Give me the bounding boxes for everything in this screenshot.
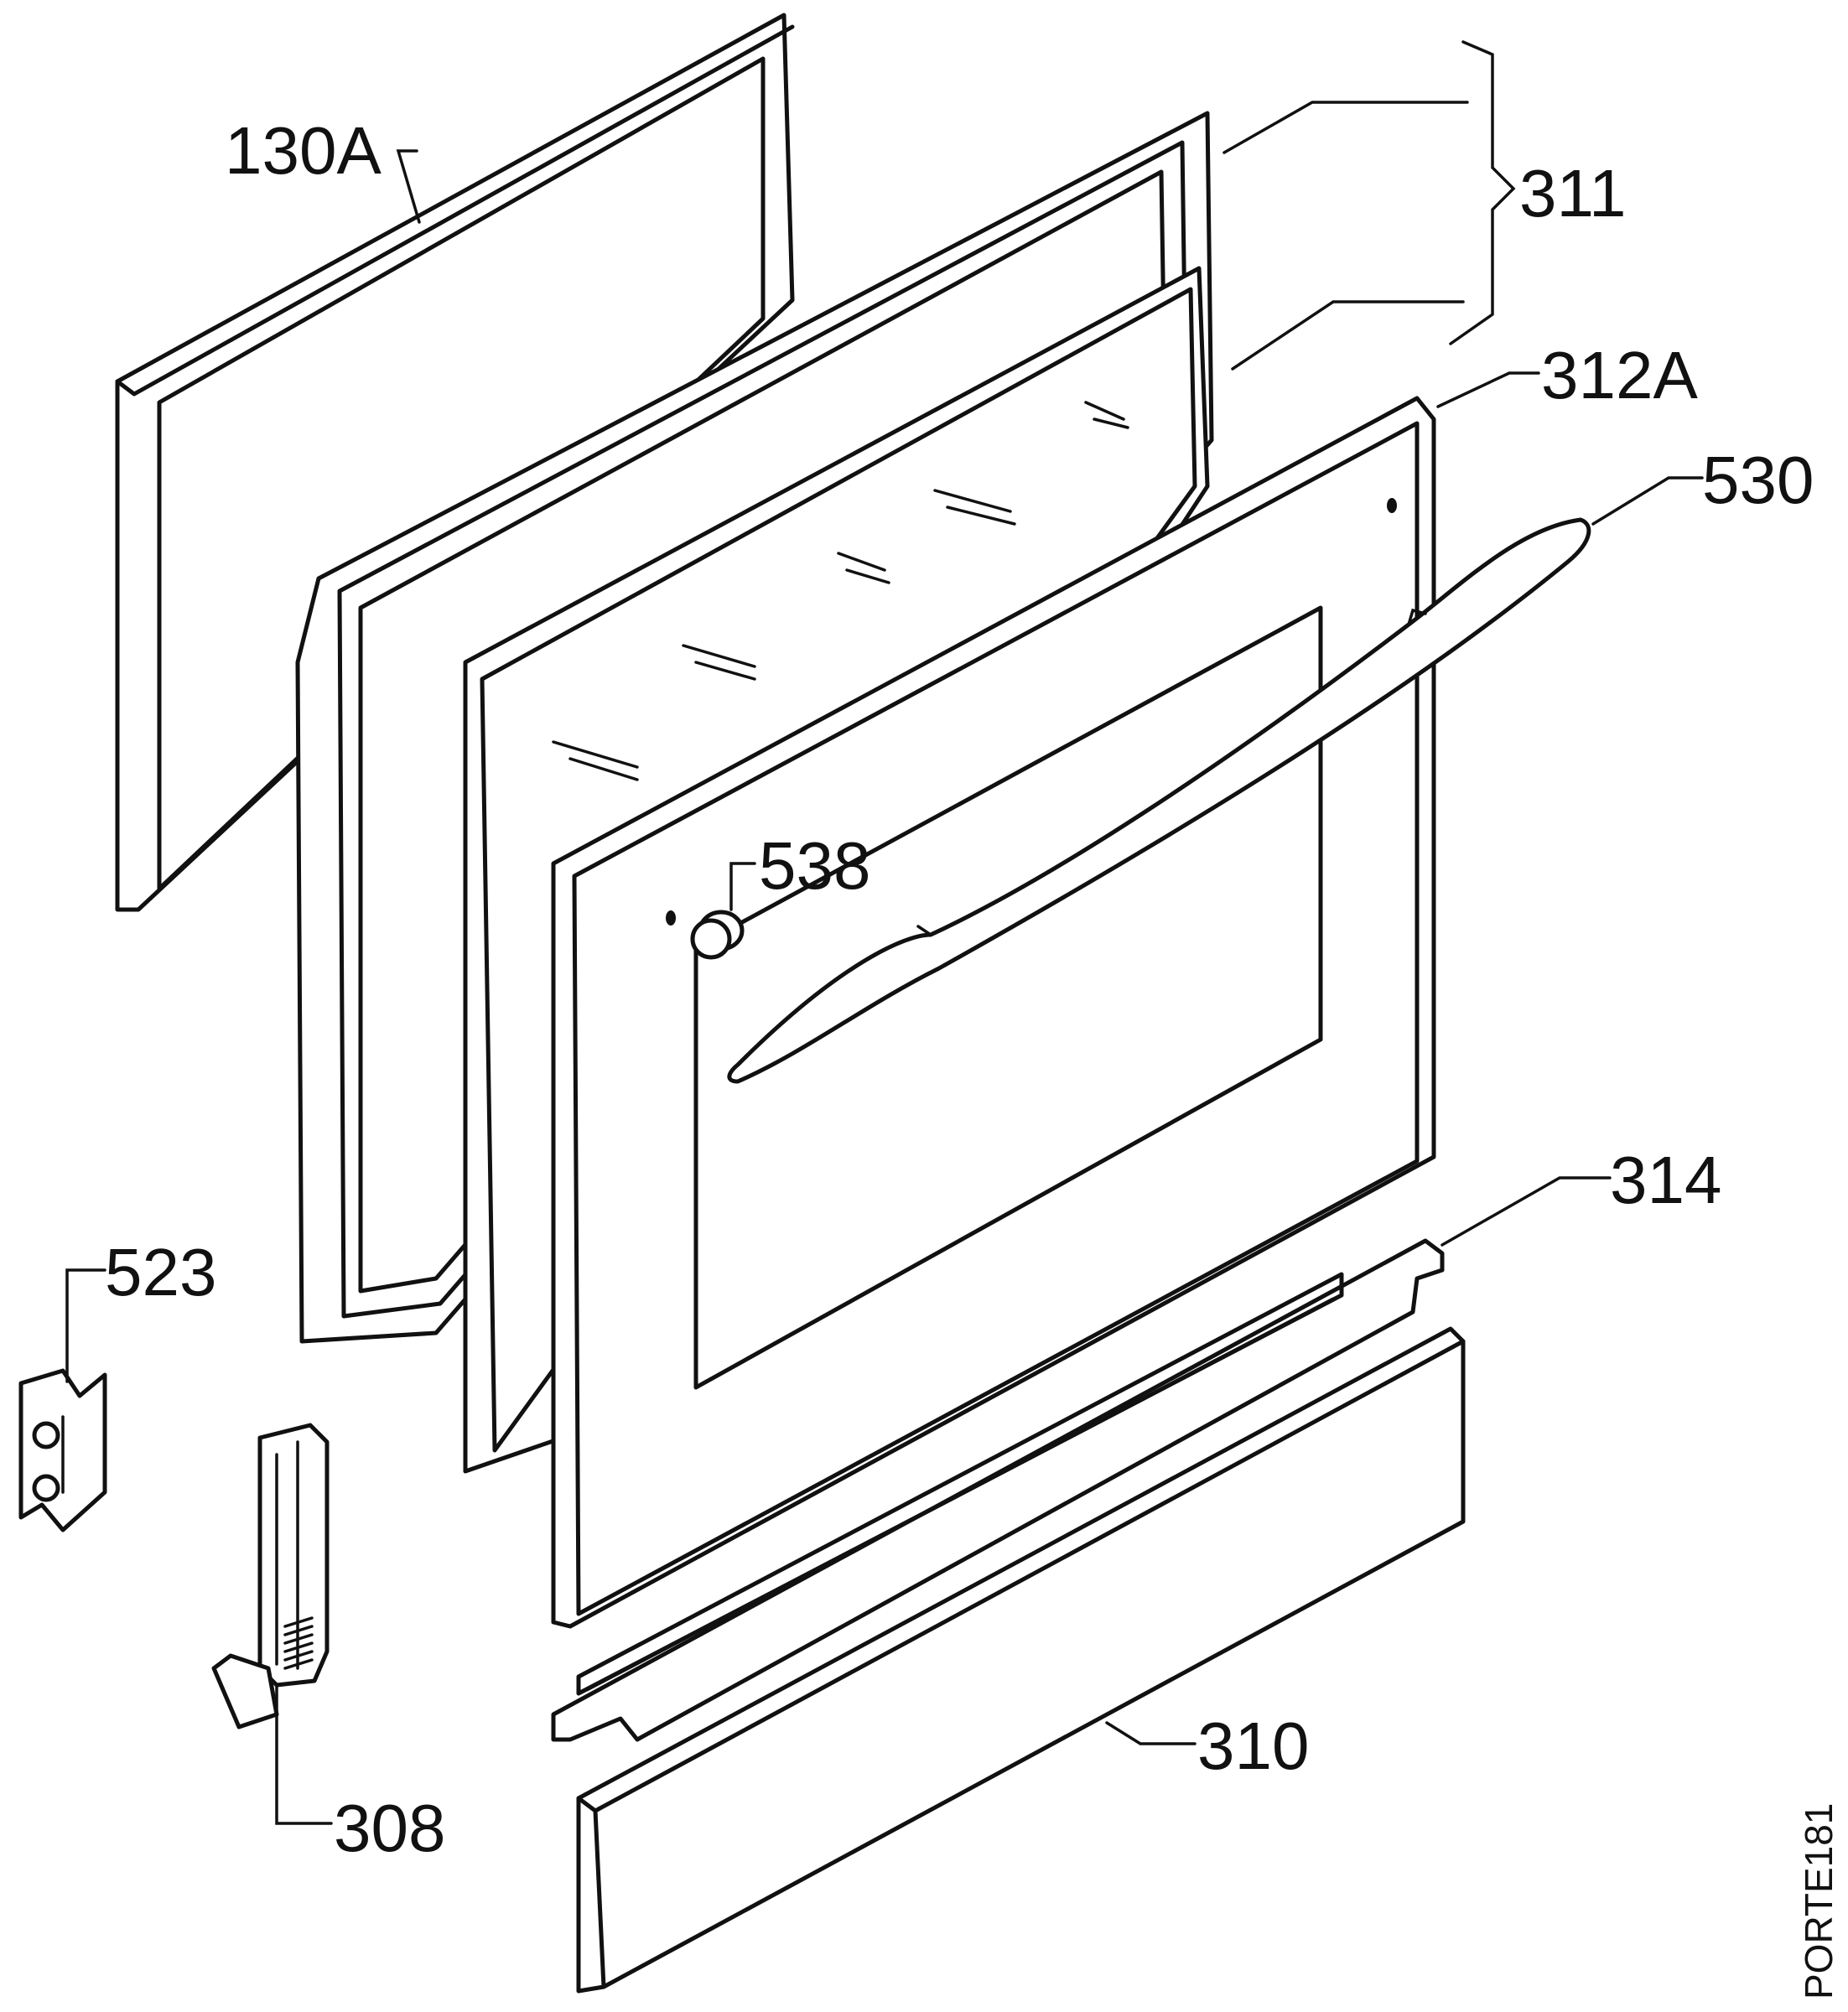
door-hinge-arm-308	[211, 1423, 330, 1729]
bottom-trim-310	[576, 1326, 1466, 1994]
leader-130a	[396, 149, 421, 224]
leader-312a	[1436, 371, 1540, 408]
hinge-bracket-523	[18, 1368, 107, 1532]
bumper-538	[690, 910, 745, 960]
outer-door-panel-312a	[551, 396, 1436, 1629]
leader-310	[1105, 1721, 1197, 1745]
label-530: 530	[1702, 443, 1814, 517]
door-handle-530	[727, 517, 1591, 1084]
leader-530	[1591, 476, 1704, 526]
label-314: 314	[1610, 1143, 1721, 1217]
drawing-code: PORTE181	[1797, 1803, 1840, 1999]
leader-308	[275, 1685, 333, 1825]
bottom-rail-314	[551, 1238, 1445, 1742]
leader-311-lower	[1231, 300, 1465, 371]
label-523: 523	[105, 1235, 216, 1309]
leader-314	[1441, 1176, 1612, 1247]
label-311: 311	[1519, 156, 1627, 231]
leader-311-upper	[1222, 101, 1469, 154]
label-308: 308	[334, 1791, 445, 1865]
leader-lines	[65, 40, 1704, 1825]
label-538: 538	[759, 828, 870, 903]
leader-538	[729, 862, 756, 911]
leader-523	[65, 1268, 106, 1383]
label-130a: 130A	[225, 113, 382, 188]
label-312a: 312A	[1541, 338, 1698, 412]
brace-311	[1449, 40, 1516, 345]
label-310: 310	[1197, 1709, 1309, 1783]
